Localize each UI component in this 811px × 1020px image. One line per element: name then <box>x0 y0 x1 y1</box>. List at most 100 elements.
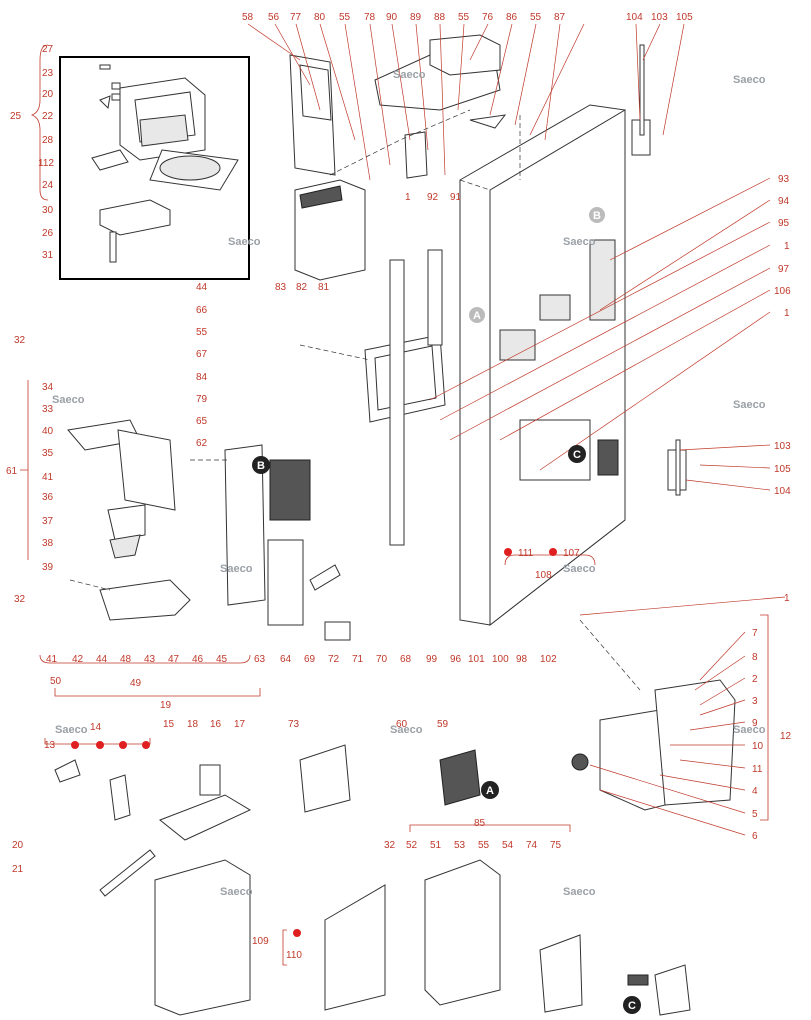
marker-a: A A <box>469 307 499 799</box>
part-label: 25 <box>10 111 22 122</box>
main-cabinet <box>459 104 626 627</box>
part-label: 87 <box>554 12 566 23</box>
svg-text:Saeco: Saeco <box>220 563 253 575</box>
svg-text:B: B <box>593 210 601 222</box>
part-label: 103 <box>774 441 791 452</box>
part-label: 45 <box>216 654 228 665</box>
part-label: 88 <box>434 12 446 23</box>
part-label: 64 <box>280 654 292 665</box>
part-label: 6 <box>752 831 758 842</box>
part-label: 108 <box>535 570 552 581</box>
part-label: 82 <box>296 282 308 293</box>
part-label: 62 <box>196 438 208 449</box>
assembly-dashed-lines <box>69 109 641 691</box>
part-label: 85 <box>474 818 486 829</box>
part-label: 83 <box>275 282 287 293</box>
part-label: 19 <box>160 700 172 711</box>
svg-text:Saeco: Saeco <box>390 724 423 736</box>
part-label: 12 <box>780 731 792 742</box>
part-label: 52 <box>406 840 418 851</box>
part-label: 20 <box>12 840 24 851</box>
part-label: 100 <box>492 654 509 665</box>
part-label: 99 <box>426 654 438 665</box>
watermark-group: Saeco Saeco Saeco Saeco Saeco Saeco Saec… <box>52 69 766 898</box>
part-label: 71 <box>352 654 364 665</box>
part-label: 4 <box>752 786 758 797</box>
part-label: 48 <box>120 654 132 665</box>
part-label: 15 <box>163 719 175 730</box>
part-label: 77 <box>290 12 302 23</box>
part-label: 28 <box>42 135 54 146</box>
part-label: 54 <box>502 840 514 851</box>
part-label: 66 <box>196 305 208 316</box>
svg-text:C: C <box>628 1000 636 1012</box>
part-label: 41 <box>46 654 58 665</box>
hinges <box>631 44 687 496</box>
labels-center: 1 92 91 83 82 81 44 66 55 67 84 79 65 62… <box>196 192 580 665</box>
part-label: 69 <box>304 654 316 665</box>
part-label: 27 <box>42 44 54 55</box>
svg-text:Saeco: Saeco <box>228 236 261 248</box>
part-label: 55 <box>196 327 208 338</box>
part-label: 46 <box>192 654 204 665</box>
part-label: 92 <box>427 192 439 203</box>
svg-text:Saeco: Saeco <box>52 394 85 406</box>
part-label: 94 <box>778 196 790 207</box>
part-label: 1 <box>784 241 790 252</box>
part-label: 96 <box>450 654 462 665</box>
part-label: 22 <box>42 111 54 122</box>
part-label: 34 <box>42 382 54 393</box>
part-label: 23 <box>42 68 54 79</box>
svg-text:A: A <box>473 310 481 322</box>
part-label: 101 <box>468 654 485 665</box>
part-label: 60 <box>396 719 408 730</box>
part-label: 95 <box>778 218 790 229</box>
part-label: 18 <box>187 719 199 730</box>
part-label: 5 <box>752 809 758 820</box>
part-label: 17 <box>234 719 246 730</box>
svg-text:Saeco: Saeco <box>563 563 596 575</box>
part-label: 36 <box>42 492 54 503</box>
part-label: 65 <box>196 416 208 427</box>
part-label: 55 <box>458 12 470 23</box>
part-label: 2 <box>752 674 758 685</box>
part-label: 89 <box>410 12 422 23</box>
marker-c: C C <box>568 445 641 1014</box>
part-label: 58 <box>242 12 254 23</box>
part-label: 21 <box>12 864 24 875</box>
part-label: 78 <box>364 12 376 23</box>
part-label: 70 <box>376 654 388 665</box>
part-label: 30 <box>42 205 54 216</box>
part-label: 105 <box>774 464 791 475</box>
marker-b: B B <box>252 207 605 474</box>
part-label: 1 <box>784 593 790 604</box>
part-label: 61 <box>6 466 18 477</box>
frame-84 <box>364 249 446 546</box>
part-label: 10 <box>752 741 764 752</box>
part-label: 44 <box>96 654 108 665</box>
part-label: 111 <box>518 548 534 559</box>
red-dots <box>71 548 557 937</box>
part-label: 1 <box>405 192 411 203</box>
part-label: 104 <box>774 486 791 497</box>
part-label: 8 <box>752 652 758 663</box>
part-label: 32 <box>384 840 396 851</box>
part-label: 107 <box>563 548 580 559</box>
part-label: 47 <box>168 654 180 665</box>
part-label: 110 <box>286 950 302 961</box>
part-label: 84 <box>196 372 208 383</box>
part-label: 40 <box>42 426 54 437</box>
part-label: 7 <box>752 628 758 639</box>
part-label: 105 <box>676 12 693 23</box>
svg-text:Saeco: Saeco <box>55 724 88 736</box>
part-label: 97 <box>778 264 790 275</box>
part-label: 42 <box>72 654 84 665</box>
part-label: 56 <box>268 12 280 23</box>
part-label: 26 <box>42 228 54 239</box>
part-label: 14 <box>90 722 102 733</box>
part-label: 109 <box>252 936 269 947</box>
part-label: 35 <box>42 448 54 459</box>
svg-text:Saeco: Saeco <box>733 724 766 736</box>
